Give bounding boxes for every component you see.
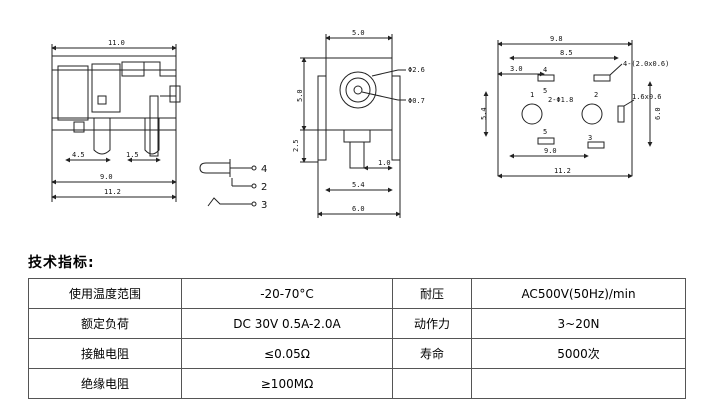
side-dim-4-5: 4.5 [72,151,85,159]
pin-label-4: 4 [261,164,267,175]
front-dim-hole-dia: Φ2.6 [408,66,425,74]
pcb-pin-1: 1 [530,91,534,99]
spec-label [392,368,472,399]
front-dim-5-0-top: 5.0 [352,29,365,37]
table-row: 绝缘电阻 ≥100MΩ [28,368,686,399]
spec-value: 3~20N [471,308,686,339]
side-view-drawing: 11.0 4.5 1.5 9.0 11.2 [51,39,181,202]
pin-label-2: 2 [261,182,267,193]
pcb-layout-drawing: 9.8 8.5 3.0 4 4-(2.0x0.6) 5 1 2 2-Φ1.8 1… [480,35,669,179]
spec-label: 耐压 [392,278,472,309]
spec-section-title: 技术指标: [28,255,95,271]
spec-label: 绝缘电阻 [28,368,182,399]
pcb-pin-3: 3 [588,134,592,142]
pcb-dim-11-2: 11.2 [554,167,571,175]
spec-label: 动作力 [392,308,472,339]
pcb-pin-5-top: 5 [543,87,547,95]
pcb-slot-1-6: 1.6x0.6 [632,93,662,101]
front-dim-1-0: 1.0 [378,159,391,167]
pcb-dim-9-0: 9.0 [544,147,557,155]
front-dim-6-0: 6.0 [352,205,365,213]
table-row: 接触电阻 ≤0.05Ω 寿命 5000次 [28,338,686,369]
spec-value: -20-70°C [181,278,393,309]
pcb-dim-9-8: 9.8 [550,35,563,43]
spec-label: 接触电阻 [28,338,182,369]
spec-table: 使用温度范围 -20-70°C 耐压 AC500V(50Hz)/min 额定负荷… [28,278,686,399]
pcb-dim-5-4: 5.4 [480,107,488,120]
pcb-pin-2: 2 [594,91,598,99]
spec-value [471,368,686,399]
front-dim-5-0-side: 5.0 [296,89,304,102]
spec-value: AC500V(50Hz)/min [471,278,686,309]
spec-label: 寿命 [392,338,472,369]
pin-schematic: 4 2 3 [199,159,267,211]
front-dim-5-4: 5.4 [352,181,365,189]
pcb-dim-8-5: 8.5 [560,49,573,57]
pcb-hole-2x: 2-Φ1.8 [548,96,573,104]
side-dim-11-0: 11.0 [108,39,125,47]
technical-drawings: 11.0 4.5 1.5 9.0 11.2 4 2 [51,29,669,218]
pcb-slot-4x: 4-(2.0x0.6) [623,60,669,68]
spec-value: ≥100MΩ [181,368,393,399]
pin-label-3: 3 [261,200,267,211]
side-dim-1-5: 1.5 [126,151,139,159]
side-dim-9-0: 9.0 [100,173,113,181]
pcb-dim-3-0: 3.0 [510,65,523,73]
spec-label: 额定负荷 [28,308,182,339]
pcb-pin-5-bottom: 5 [543,128,547,136]
spec-value: ≤0.05Ω [181,338,393,369]
front-view-drawing: 5.0 Φ2.6 Φ0.7 5.0 2.5 1.0 5.4 6.0 [292,29,425,218]
spec-label: 使用温度范围 [28,278,182,309]
front-dim-pin-dia: Φ0.7 [408,97,425,105]
front-dim-2-5: 2.5 [292,139,300,152]
spec-value: DC 30V 0.5A-2.0A [181,308,393,339]
table-row: 使用温度范围 -20-70°C 耐压 AC500V(50Hz)/min [28,278,686,309]
spec-value: 5000次 [471,338,686,369]
pcb-pin-4: 4 [543,66,547,74]
pcb-dim-6-0: 6.0 [654,107,662,120]
side-dim-11-2: 11.2 [104,188,121,196]
table-row: 额定负荷 DC 30V 0.5A-2.0A 动作力 3~20N [28,308,686,339]
